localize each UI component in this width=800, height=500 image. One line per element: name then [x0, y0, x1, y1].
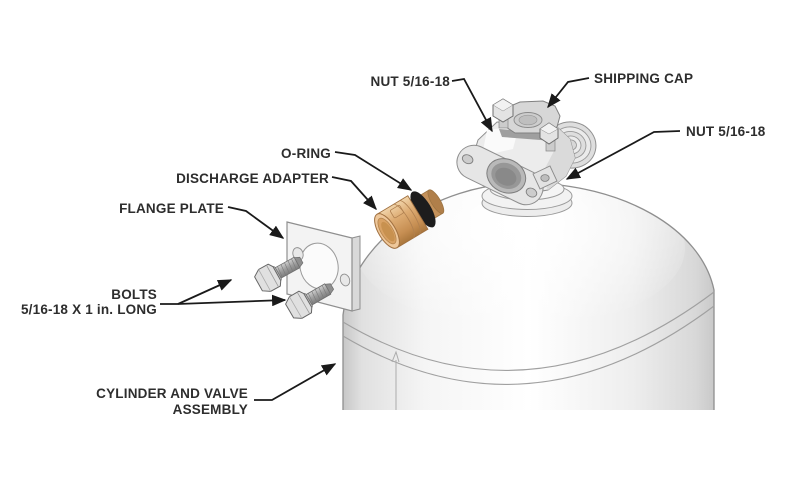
leader-o-ring [334, 151, 413, 191]
leader-cylinder-assembly [254, 363, 337, 401]
label-bolts: BOLTS 5/16-18 X 1 in. LONG [0, 287, 157, 317]
adapter-stub-end [427, 189, 445, 214]
tank-rim-bead-upper [342, 291, 715, 371]
label-bolts-line2: 5/16-18 X 1 in. LONG [20, 302, 157, 317]
mounting-pad-hole [540, 174, 550, 182]
leader-shipping-cap [547, 77, 590, 109]
label-discharge-adapter: DISCHARGE ADAPTER [176, 171, 329, 186]
flange-ear-hole-left [461, 154, 474, 165]
tank-rim-bead-lower [342, 305, 715, 385]
o-ring [410, 191, 436, 228]
plate-edge [351, 235, 361, 312]
leader-bolt-2 [177, 294, 287, 307]
label-nut-right: NUT 5/16-18 [686, 124, 766, 139]
leader-lines [160, 77, 681, 401]
valve-port-deep [495, 167, 517, 186]
leader-bolt-1 [177, 279, 233, 305]
flange-plate [286, 221, 361, 312]
flange-ear-hole-right [525, 187, 538, 198]
label-cylinder-assembly-line1: CYLINDER AND VALVE [96, 386, 248, 401]
label-flange-plate: FLANGE PLATE [119, 201, 224, 216]
adapter-seam [399, 200, 421, 235]
label-cylinder-assembly: CYLINDER AND VALVE ASSEMBLY [85, 386, 248, 418]
adapter-bore-deep [381, 221, 395, 242]
label-nut-top: NUT 5/16-18 [370, 74, 450, 89]
adapter-notch [390, 205, 404, 219]
label-bolts-line1: BOLTS [111, 287, 157, 302]
weld-seam-notch [391, 350, 400, 363]
shipping-cap-boss-inner [518, 114, 538, 126]
label-cylinder-assembly-line2: ASSEMBLY [172, 402, 248, 417]
leader-nut-right [565, 130, 681, 180]
adapter-seam [393, 203, 415, 239]
leader-discharge-adapter [331, 176, 377, 211]
stud-nut-left-facet [492, 98, 514, 112]
label-shipping-cap: SHIPPING CAP [594, 71, 694, 86]
label-o-ring: O-RING [281, 146, 331, 161]
discharge-adapter [374, 189, 445, 249]
plate-bolt-hole-2 [339, 273, 351, 287]
leader-nut-top [451, 78, 493, 133]
valve-assembly [456, 98, 597, 206]
valve-port-flange [456, 144, 544, 206]
leader-flange-plate [227, 206, 285, 239]
stud-nut-right-facet [539, 122, 559, 135]
